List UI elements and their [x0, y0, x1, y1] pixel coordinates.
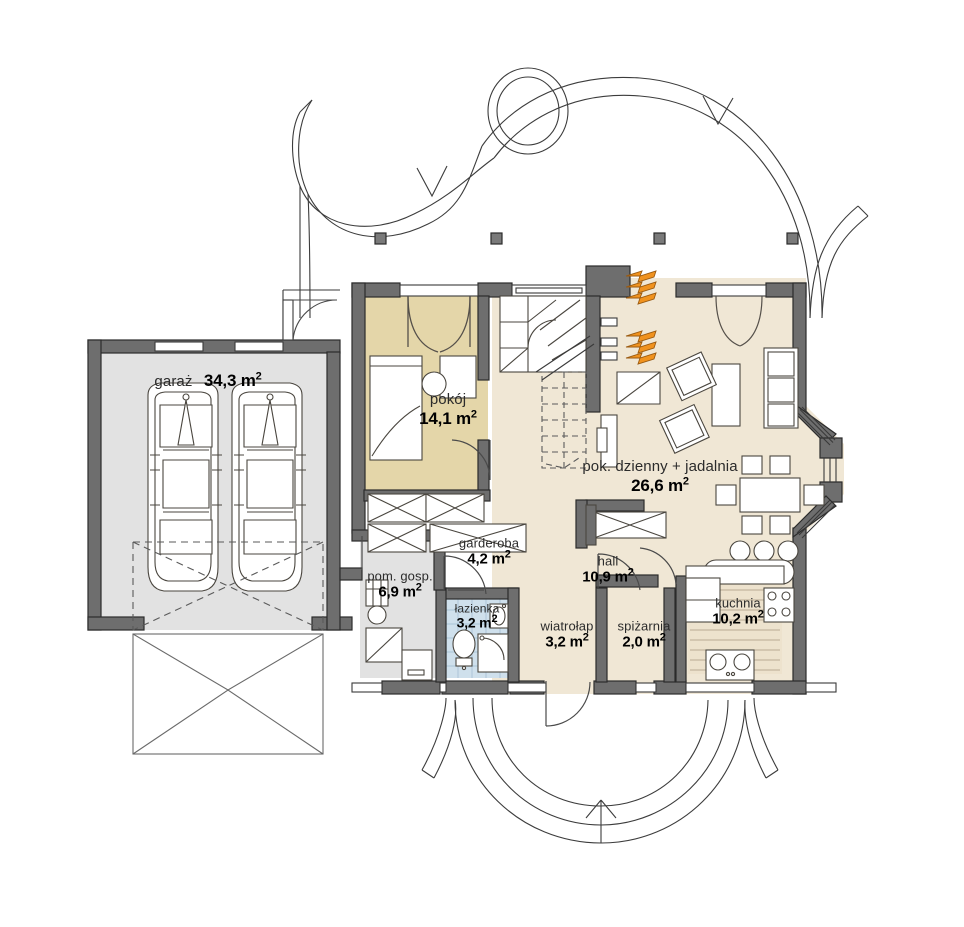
dining-chair-5 [715, 484, 737, 506]
dining-chair-3 [741, 515, 763, 535]
hall-cabinet [585, 504, 667, 546]
wall-int-bedroom-east [477, 295, 490, 381]
door-bedroom [451, 439, 491, 481]
wall-bay-e-top [819, 437, 843, 459]
window-garage-1 [154, 341, 204, 352]
wall-int-kitchen-w [675, 575, 687, 683]
bar-stool-1 [729, 540, 751, 562]
toilet [452, 629, 476, 671]
wall-garage-right [326, 351, 341, 631]
armchair-2 [658, 403, 710, 454]
dining-chair-6 [803, 484, 825, 506]
door-garderoba [443, 555, 487, 595]
window-garage-2 [234, 341, 284, 352]
car-left [147, 382, 222, 592]
sofa [763, 347, 799, 429]
bar-stool-2 [753, 540, 775, 562]
wall-int-pomgosp-left [339, 567, 363, 581]
entry-steps [421, 697, 779, 844]
window-south-2 [439, 682, 447, 693]
utility-drain [367, 605, 387, 625]
armchair-1 [665, 351, 718, 402]
door-entry [545, 681, 591, 727]
wall-int-hall-door-lintel [595, 574, 659, 588]
staircase [499, 295, 595, 469]
nightstand [439, 355, 477, 399]
window-living-north [711, 284, 767, 297]
kitchen-sink [705, 649, 755, 681]
dining-chair-4 [769, 515, 791, 535]
shower [477, 633, 509, 673]
boiler [365, 579, 389, 607]
window-south-6 [805, 682, 837, 693]
bar-stool-3 [777, 540, 799, 562]
car-right [231, 382, 306, 592]
window-south-1 [351, 682, 383, 693]
wall-garage-bottom-left [87, 616, 145, 631]
cooktop [763, 587, 795, 623]
door-hall-kitchen [639, 547, 677, 585]
desk-chair [421, 371, 447, 397]
wall-int-wiatrolap-e [595, 587, 608, 683]
bed [369, 355, 423, 461]
dining-chair-2 [769, 455, 791, 475]
driveway [132, 633, 324, 755]
dining-table [739, 477, 801, 513]
wall-house-north-stair [585, 265, 631, 298]
coffee-table [711, 363, 741, 427]
radiator-2 [625, 330, 657, 365]
dining-chair-1 [741, 455, 763, 475]
window-bedroom [399, 284, 479, 297]
terrace-post [374, 232, 799, 245]
window-south-4 [635, 682, 657, 693]
radiator-1 [625, 270, 657, 305]
window-south-5 [685, 682, 755, 693]
media-console [596, 371, 661, 468]
wall-int-spizarnia-e [663, 587, 676, 683]
washbasin [489, 603, 509, 629]
door-wiatrolap-hall [597, 553, 641, 591]
